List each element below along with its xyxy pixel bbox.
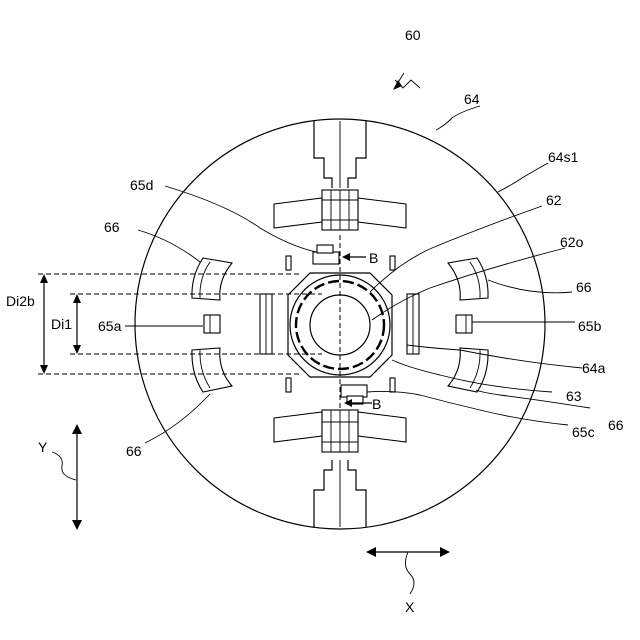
sensor-right	[456, 315, 472, 333]
label-element-upper-right: 66	[576, 279, 592, 295]
axis-x-arrow	[366, 547, 450, 594]
top-coil-assembly	[274, 190, 406, 230]
label-ring: 63	[566, 388, 582, 404]
label-sensor-top: 65d	[130, 177, 153, 193]
label-element-lower-right: 66	[608, 417, 624, 433]
label-axis-x: X	[405, 599, 415, 615]
sensor-top	[313, 245, 339, 264]
label-section-bottom: B	[372, 396, 381, 412]
sensor-bottom	[341, 385, 367, 404]
sensor-left	[204, 315, 220, 333]
label-sensor-right: 65b	[578, 318, 602, 334]
label-hole: 64a	[582, 360, 606, 376]
label-axis-y: Y	[38, 439, 48, 455]
section-marker-top	[342, 253, 366, 261]
label-surface: 64s1	[548, 149, 579, 165]
curved-element-lower-left	[192, 348, 232, 392]
label-disk: 64	[464, 91, 480, 107]
label-sensor-bottom: 65c	[572, 424, 595, 440]
label-outer-surface: 62o	[560, 234, 584, 250]
label-section-top: B	[369, 250, 378, 266]
label-dim-inner: Di1	[51, 316, 72, 332]
bottom-slot	[314, 460, 366, 527]
label-sensor-left: 65a	[98, 318, 122, 334]
axis-y-arrow	[52, 424, 82, 530]
bottom-coil-assembly	[274, 410, 406, 452]
label-magnet-ring: 62	[546, 192, 562, 208]
top-slot	[314, 121, 366, 188]
label-element-lower-left: 66	[126, 443, 142, 459]
label-assembly: 60	[405, 27, 421, 43]
curved-element-upper-right	[448, 258, 488, 300]
label-dim-outer: Di2b	[6, 293, 35, 309]
label-element-upper-left: 66	[104, 219, 120, 235]
